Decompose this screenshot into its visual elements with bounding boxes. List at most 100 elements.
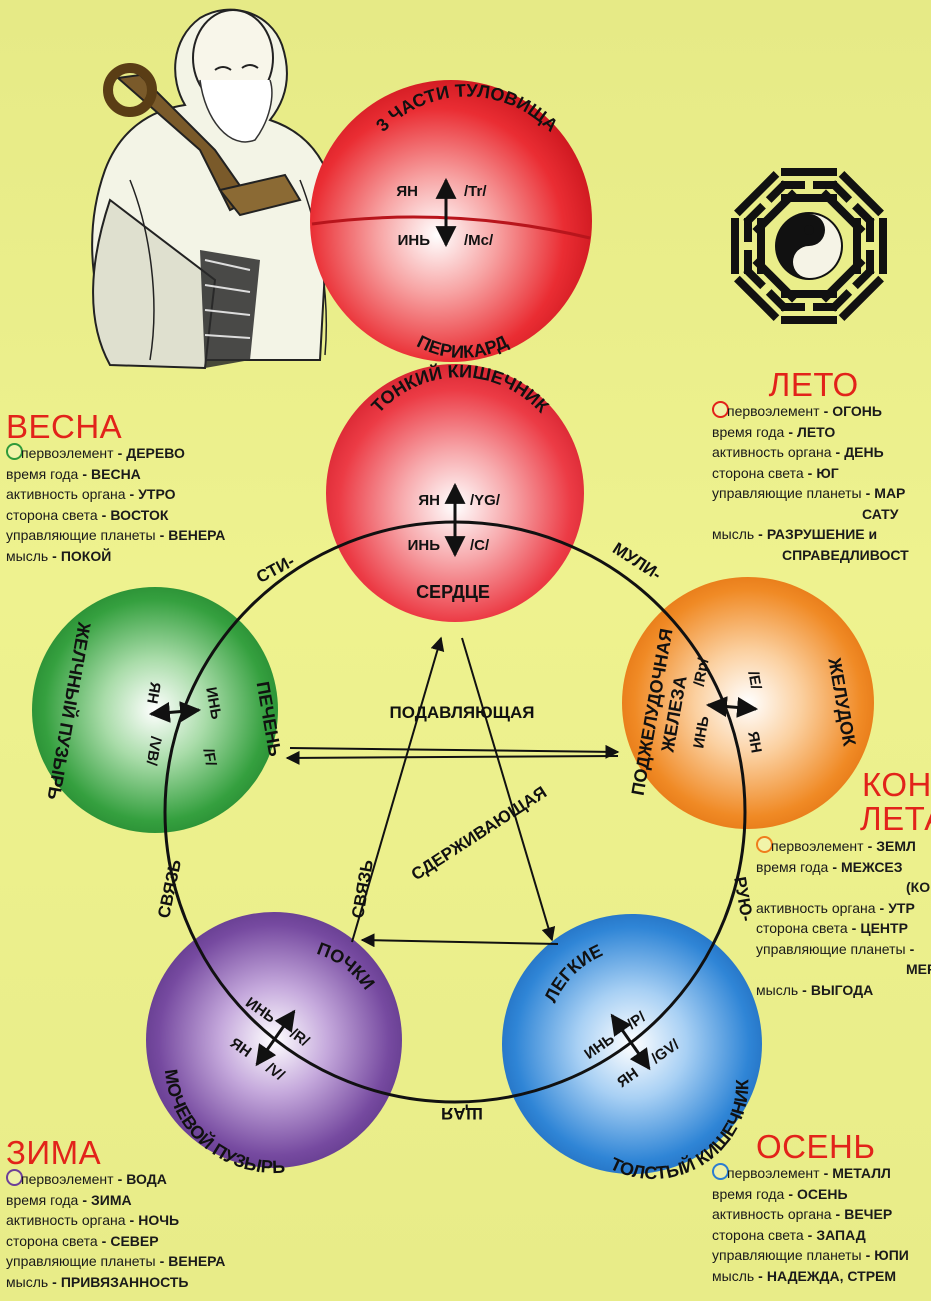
season-row: (КОН [756, 877, 931, 898]
row-dash: - [807, 464, 813, 481]
wood-yin-code: /F/ [200, 747, 220, 768]
row-value: НОЧЬ [138, 1212, 180, 1228]
row-dash: - [788, 1185, 794, 1202]
season-row: мысль-РАЗРУШЕНИЕ и [712, 524, 909, 545]
earth-yang-code: /E/ [744, 670, 764, 692]
row-value: УТР [888, 899, 915, 916]
row-value: МЕР [906, 961, 931, 977]
row-value: РАЗРУШЕНИЕ и [766, 526, 878, 542]
row-value: МЕЖСЕЗ [841, 858, 903, 875]
row-label: управляющие планеты [712, 485, 862, 501]
fire-yang-code: /YG/ [470, 492, 501, 509]
season-row: время года-ОСЕНЬ [712, 1184, 909, 1205]
earth-yin: ИНЬ [690, 715, 712, 750]
top-right-syllable: МУЛИ- [609, 539, 665, 584]
row-value: ЗЕМЛ [876, 838, 916, 854]
season-row: сторона света-ВОСТОК [6, 505, 225, 526]
row-value: СПРАВЕДЛИВОСТ [782, 546, 909, 563]
season-row: первоэлемент-МЕТАЛЛ [712, 1163, 909, 1184]
row-label: первоэлемент [727, 403, 820, 419]
row-label: сторона света [712, 1226, 804, 1243]
trunk-yin: ИНЬ [398, 232, 431, 249]
trunk-yang: ЯН [396, 183, 418, 200]
row-value: МАР [874, 485, 906, 501]
row-value: ЗИМА [91, 1191, 132, 1208]
row-value: ЛЕТО [797, 423, 836, 440]
season-row: сторона света-ЦЕНТР [756, 918, 931, 939]
row-label: мысль [6, 547, 49, 564]
row-value: ОГОНЬ [832, 403, 882, 419]
row-value: ЦЕНТР [860, 920, 908, 936]
element-marker-icon [6, 443, 23, 460]
spring-title: ВЕСНА [6, 408, 123, 445]
row-label: первоэлемент [21, 445, 114, 461]
element-marker-icon [712, 1163, 729, 1180]
row-value: ЗАПАД [816, 1226, 866, 1243]
season-row: время года-МЕЖСЕЗ [756, 857, 931, 878]
fire-yin: ИНЬ [408, 537, 441, 554]
season-row: мысль-ПРИВЯЗАННОСТЬ [6, 1272, 225, 1293]
row-label: активность органа [6, 486, 126, 502]
row-dash: - [823, 403, 829, 419]
row-label: сторона света [6, 506, 98, 523]
row-dash: - [129, 486, 135, 502]
row-dash: - [865, 485, 871, 501]
row-value: ЮГ [816, 464, 839, 481]
row-dash: - [851, 920, 857, 936]
row-value: ЮПИ [874, 1247, 909, 1263]
late-summer-title: КОН [862, 766, 931, 803]
yin-yang-trigrams [731, 168, 887, 324]
season-row: САТУ [712, 504, 909, 525]
row-label: сторона света [756, 920, 848, 936]
season-row: СПРАВЕДЛИВОСТ [712, 545, 909, 566]
row-dash: - [832, 858, 838, 875]
link-left-label: СВЯЗЬ [154, 858, 185, 920]
season-row: сторона света-ЮГ [712, 463, 909, 484]
season-row: первоэлемент-ОГОНЬ [712, 401, 909, 422]
wood-yin: ИНЬ [202, 686, 224, 721]
autumn-title: ОСЕНЬ [756, 1128, 876, 1165]
element-marker-icon [756, 836, 773, 853]
row-label: управляющие планеты [756, 940, 906, 957]
sage-illustration [91, 8, 332, 370]
row-dash: - [101, 506, 107, 523]
season-row: мысль-ПОКОЙ [6, 546, 225, 567]
row-value: ВЕНЕРА [168, 1253, 226, 1269]
row-value: ДЕНЬ [844, 444, 884, 460]
season-row: сторона света-ЗАПАД [712, 1225, 909, 1246]
season-row: первоэлемент-ЗЕМЛ [756, 836, 931, 857]
wood-yang-code: /VB/ [142, 735, 164, 768]
fire-yin-code: /C/ [470, 537, 490, 554]
season-row: активность органа-УТРО [6, 484, 225, 505]
season-row: активность органа-ВЕЧЕР [712, 1204, 909, 1225]
fire-yang: ЯН [418, 492, 440, 509]
row-value: ВЕНЕРА [168, 527, 226, 543]
row-value: ПОКОЙ [60, 547, 112, 564]
row-value: ВОСТОК [110, 506, 169, 523]
row-value: СЕВЕР [110, 1232, 159, 1249]
row-label: первоэлемент [21, 1171, 114, 1187]
row-dash: - [867, 838, 873, 854]
season-row: активность органа-УТР [756, 898, 931, 919]
row-value: САТУ [862, 505, 899, 522]
row-dash: - [82, 465, 88, 482]
row-label: время года [712, 423, 785, 440]
row-value: (КОН [906, 879, 931, 895]
row-value: ВЫГОДА [810, 981, 874, 998]
row-value: НАДЕЖДА, СТРЕМ [766, 1267, 897, 1284]
row-label: сторона света [6, 1232, 98, 1249]
row-dash: - [758, 1267, 763, 1284]
row-label: активность органа [756, 899, 876, 916]
season-row: МЕР [756, 959, 931, 980]
row-dash: - [52, 547, 57, 564]
row-value: УТРО [138, 486, 176, 502]
late-summer-title2: ЛЕТА [860, 800, 931, 837]
element-marker-icon [712, 401, 729, 418]
